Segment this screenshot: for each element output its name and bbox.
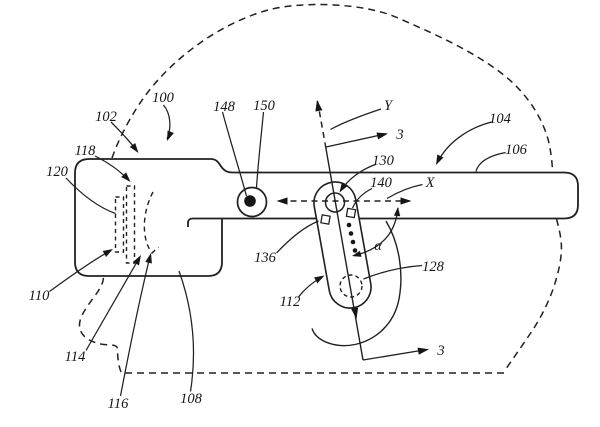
dashed-curve-116 <box>143 191 154 254</box>
arrowhead-3-top <box>376 132 388 140</box>
crosshair-circle-130 <box>324 192 346 213</box>
sensor-dot <box>346 222 352 228</box>
ref-label-116: 116 <box>108 396 129 412</box>
leader-136 <box>276 220 319 254</box>
square-136 <box>320 214 331 225</box>
leader-y <box>330 108 382 131</box>
dashed-curve-116-hook <box>151 246 159 255</box>
wrist-outline-top-arc <box>111 3 554 172</box>
arrowhead-100 <box>167 130 174 141</box>
arrowhead-alpha-left <box>352 250 362 257</box>
leader-114 <box>85 257 141 351</box>
ref-label-106: 106 <box>505 142 528 158</box>
section-line-3 <box>324 142 364 361</box>
leader-104 <box>436 121 492 163</box>
ref-label-140: 140 <box>370 175 393 191</box>
ref-label-108: 108 <box>180 391 203 407</box>
arrowhead-116 <box>145 253 152 264</box>
ref-label-136: 136 <box>254 250 277 266</box>
band-sweep-curve <box>311 220 402 347</box>
arrowhead-112 <box>314 275 325 284</box>
leader-x <box>386 183 423 200</box>
ref-label-102: 102 <box>95 109 117 125</box>
leader-116 <box>119 256 151 397</box>
square-140 <box>345 207 357 219</box>
leader-128 <box>363 264 423 280</box>
y-axis-dashed-line <box>316 100 326 144</box>
band-outline <box>187 158 579 227</box>
arrowhead-alpha-top <box>393 207 401 217</box>
wrist-outline-right <box>503 218 563 372</box>
dashed-component-118 <box>125 185 136 264</box>
leader-106 <box>475 151 506 172</box>
ref-label-150: 150 <box>253 98 276 114</box>
ref-label-128: 128 <box>422 259 445 275</box>
leader-arrowheads <box>102 100 444 355</box>
button-148-150 <box>236 186 268 218</box>
section-label-3-top: 3 <box>395 127 403 143</box>
ref-label-100: 100 <box>152 90 175 106</box>
ref-label-148: 148 <box>213 99 236 115</box>
section-branch-top <box>325 133 387 148</box>
ref-label-112: 112 <box>280 294 301 310</box>
arrowhead-x-right <box>400 197 412 205</box>
reference-labels: 100 102 118 120 148 150 Y 3 104 106 X 13… <box>29 90 528 412</box>
arrowhead-130 <box>339 182 348 193</box>
arrowhead-3-bottom <box>417 347 429 355</box>
ref-label-118: 118 <box>75 143 96 159</box>
ref-label-104: 104 <box>489 111 511 127</box>
housing-outline <box>74 158 223 277</box>
leader-120 <box>65 177 116 215</box>
section-branch-bottom <box>362 348 428 361</box>
section-label-3-bottom: 3 <box>436 343 444 359</box>
axis-label-x: X <box>425 175 436 191</box>
leader-148 <box>221 111 248 197</box>
arrowhead-118 <box>121 172 131 182</box>
axis-label-y: Y <box>384 98 394 114</box>
sensor-dot <box>352 248 358 253</box>
sensor-dot <box>348 231 354 236</box>
device-body <box>74 158 579 277</box>
axes-and-section-lines <box>280 100 428 361</box>
button-dot-148 <box>244 195 256 207</box>
pinhole-circle-128 <box>339 274 363 298</box>
leader-150 <box>255 111 265 188</box>
leader-140 <box>351 187 373 209</box>
arrowhead-y-axis <box>315 100 323 112</box>
arrowhead-114 <box>133 255 141 266</box>
ref-label-130: 130 <box>372 153 395 169</box>
angle-label-alpha: α <box>374 239 382 254</box>
arrowhead-110 <box>102 249 113 257</box>
ref-label-110: 110 <box>29 288 50 304</box>
sensor-dots <box>346 222 358 253</box>
arrowhead-x-left <box>276 197 288 205</box>
wrist-outline <box>78 3 563 374</box>
arrowhead-102 <box>129 142 139 153</box>
leader-108 <box>178 270 195 392</box>
arrowhead-section-down <box>351 307 359 319</box>
dashed-component-120 <box>114 196 125 253</box>
ref-label-114: 114 <box>65 349 86 365</box>
arrowhead-104 <box>436 154 444 165</box>
ref-label-120: 120 <box>46 164 69 180</box>
wrist-outline-left-hook <box>78 276 122 373</box>
hidden-components <box>114 185 159 264</box>
sensor-dot <box>350 239 356 245</box>
